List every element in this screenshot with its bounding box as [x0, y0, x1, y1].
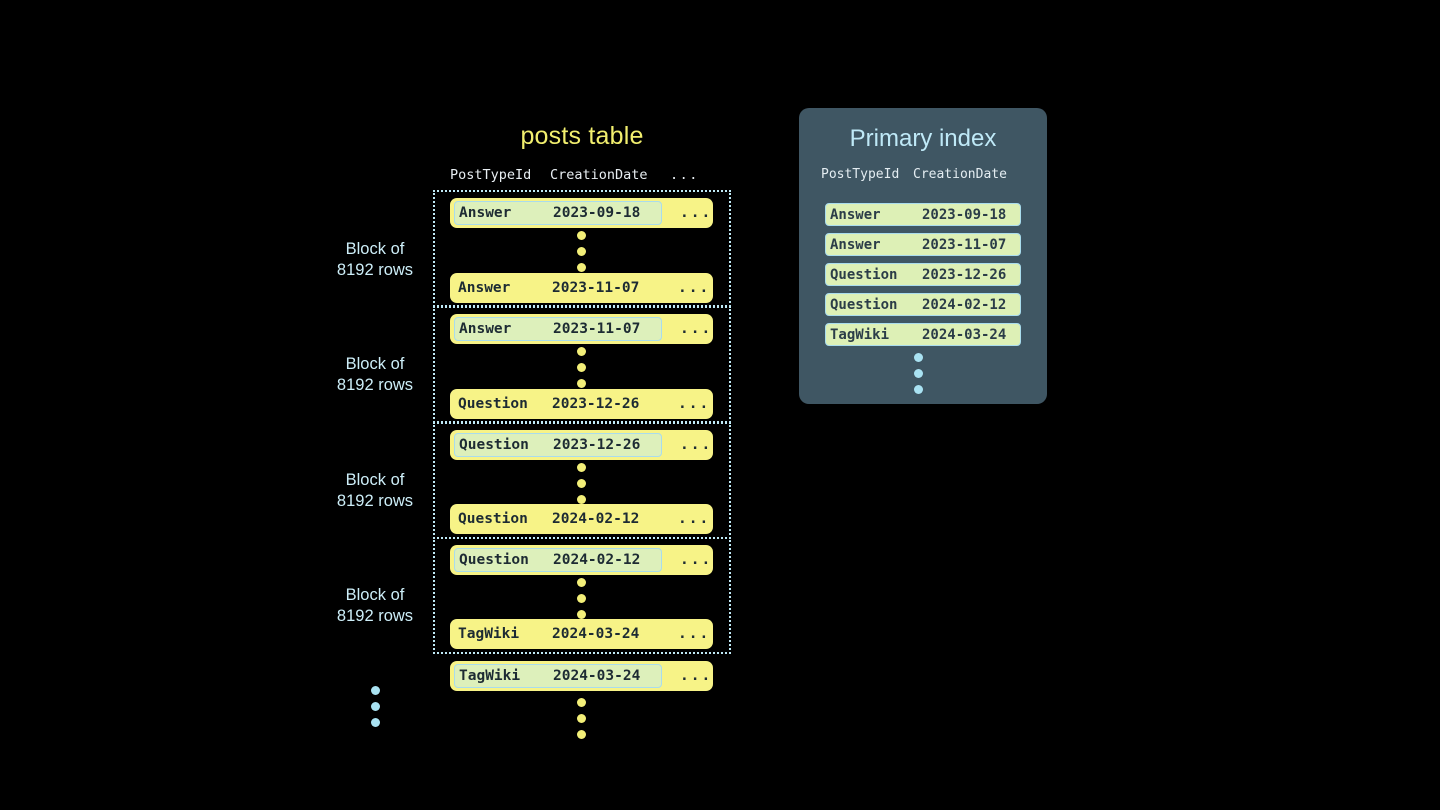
block-label-3-line2: 8192 rows	[336, 492, 414, 510]
block-label-4-line1: Block of	[345, 586, 405, 604]
cell-more: ...	[680, 552, 713, 568]
cell-posttypeid: Answer	[459, 205, 512, 221]
cell-posttypeid: TagWiki	[458, 626, 520, 642]
row-highlight-box: Question 2023-12-26	[454, 433, 662, 457]
row-highlight-box: Answer 2023-09-18	[454, 201, 662, 225]
column-header-more: ...	[670, 167, 699, 183]
cell-creationdate: 2024-03-24	[552, 626, 640, 642]
row-cells: Question 2024-02-12	[454, 507, 660, 531]
cell-creationdate: 2024-02-12	[553, 552, 641, 568]
block-label-1-line1: Block of	[345, 240, 405, 258]
cell-creationdate: 2024-02-12	[552, 511, 640, 527]
column-header-posttypeid: PostTypeId	[450, 167, 532, 183]
table-row: Answer 2023-11-07 ...	[450, 273, 713, 303]
row-cells: Question 2023-12-26	[454, 392, 660, 416]
index-row: Question 2024-02-12	[825, 293, 1021, 316]
posts-table-title: posts table	[520, 122, 644, 150]
index-continues-dots	[913, 353, 923, 394]
index-cell-posttypeid: Answer	[830, 236, 881, 253]
row-highlight-box: TagWiki 2024-03-24	[454, 664, 662, 688]
row-highlight-box: Question 2024-02-12	[454, 548, 662, 572]
cell-posttypeid: Question	[458, 511, 528, 527]
index-row: TagWiki 2024-03-24	[825, 323, 1021, 346]
table-row: Answer 2023-11-07 ...	[450, 314, 713, 344]
index-cell-posttypeid: Question	[830, 266, 898, 283]
table-continues-dots	[576, 698, 586, 739]
cell-posttypeid: Answer	[458, 280, 511, 296]
index-row: Answer 2023-11-07	[825, 233, 1021, 256]
cell-creationdate: 2023-11-07	[553, 321, 641, 337]
index-column-header-creationdate: CreationDate	[913, 167, 1007, 182]
block-outline-4	[433, 537, 731, 654]
cell-more: ...	[680, 321, 713, 337]
index-column-header-posttypeid: PostTypeId	[821, 167, 900, 182]
block-label-1-line2: 8192 rows	[336, 261, 414, 279]
cell-posttypeid: Question	[459, 437, 529, 453]
block-label-3-line1: Block of	[345, 471, 405, 489]
cell-more: ...	[680, 668, 713, 684]
cell-posttypeid: Answer	[459, 321, 512, 337]
row-ellipsis-dots	[576, 231, 586, 272]
primary-index-panel: Primary index PostTypeId CreationDate An…	[799, 108, 1047, 404]
row-cells: TagWiki 2024-03-24	[454, 622, 660, 646]
cell-more: ...	[678, 280, 711, 296]
table-row: Answer 2023-09-18 ...	[450, 198, 713, 228]
cell-more: ...	[678, 511, 711, 527]
cell-more: ...	[680, 437, 713, 453]
table-row: Question 2023-12-26 ...	[450, 430, 713, 460]
blocks-continue-dots	[370, 686, 380, 727]
block-label-2-line1: Block of	[345, 355, 405, 373]
block-label-3: Block of 8192 rows	[300, 470, 450, 512]
table-row: TagWiki 2024-03-24 ...	[450, 661, 713, 691]
index-cell-creationdate: 2024-02-12	[922, 296, 1007, 313]
table-row: Question 2023-12-26 ...	[450, 389, 713, 419]
table-row: Question 2024-02-12 ...	[450, 545, 713, 575]
cell-more: ...	[678, 626, 711, 642]
block-label-2: Block of 8192 rows	[300, 354, 450, 396]
row-ellipsis-dots	[576, 463, 586, 504]
block-label-4-line2: 8192 rows	[336, 607, 414, 625]
cell-posttypeid: Question	[458, 396, 528, 412]
index-row: Question 2023-12-26	[825, 263, 1021, 286]
cell-creationdate: 2023-11-07	[552, 280, 640, 296]
cell-creationdate: 2023-12-26	[553, 437, 641, 453]
cell-more: ...	[678, 396, 711, 412]
row-cells: Answer 2023-11-07	[454, 276, 660, 300]
cell-more: ...	[680, 205, 713, 221]
index-cell-creationdate: 2023-12-26	[922, 266, 1007, 283]
table-row: Question 2024-02-12 ...	[450, 504, 713, 534]
table-row: TagWiki 2024-03-24 ...	[450, 619, 713, 649]
cell-creationdate: 2023-12-26	[552, 396, 640, 412]
index-cell-creationdate: 2024-03-24	[922, 326, 1007, 343]
block-label-4: Block of 8192 rows	[300, 585, 450, 627]
cell-creationdate: 2023-09-18	[553, 205, 641, 221]
primary-index-rows: Answer 2023-09-18 Answer 2023-11-07 Ques…	[825, 203, 1021, 346]
block-label-2-line2: 8192 rows	[336, 376, 414, 394]
index-cell-posttypeid: TagWiki	[830, 326, 890, 343]
posts-table-column-headers: PostTypeId CreationDate ...	[450, 165, 714, 185]
cell-creationdate: 2024-03-24	[553, 668, 641, 684]
index-cell-creationdate: 2023-11-07	[922, 236, 1007, 253]
row-ellipsis-dots	[576, 578, 586, 619]
index-row: Answer 2023-09-18	[825, 203, 1021, 226]
index-cell-creationdate: 2023-09-18	[922, 206, 1007, 223]
row-ellipsis-dots	[576, 347, 586, 388]
primary-index-column-headers: PostTypeId CreationDate	[821, 167, 1027, 182]
cell-posttypeid: Question	[459, 552, 529, 568]
primary-index-title: Primary index	[849, 125, 997, 152]
row-highlight-box: Answer 2023-11-07	[454, 317, 662, 341]
block-label-1: Block of 8192 rows	[300, 239, 450, 281]
index-cell-posttypeid: Question	[830, 296, 898, 313]
cell-posttypeid: TagWiki	[459, 668, 521, 684]
column-header-creationdate: CreationDate	[550, 167, 648, 183]
index-cell-posttypeid: Answer	[830, 206, 881, 223]
